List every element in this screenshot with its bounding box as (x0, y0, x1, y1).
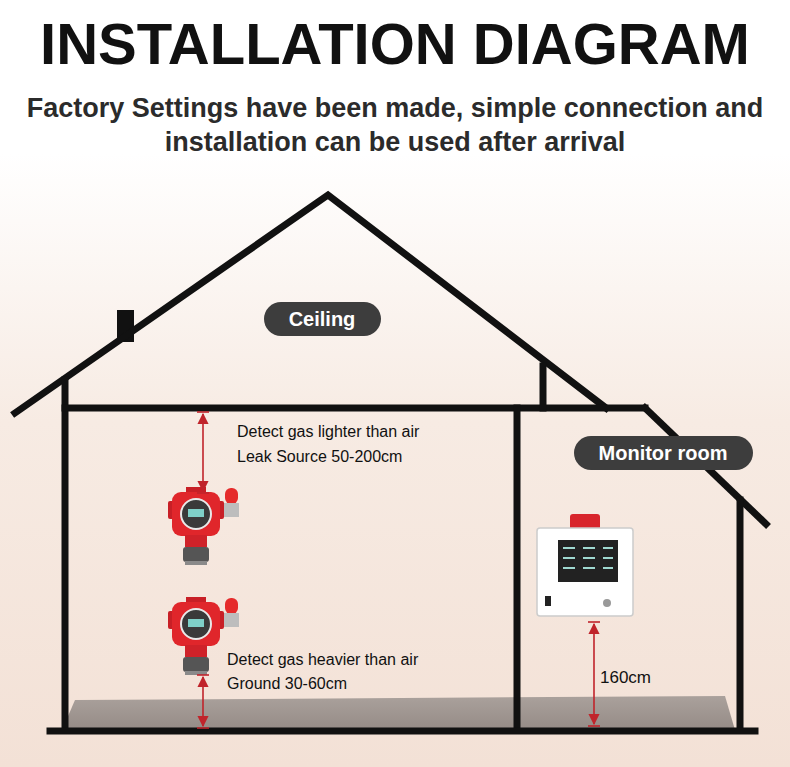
house-outline (15, 195, 766, 731)
note-text: Detect gas heavier than air (227, 651, 418, 669)
pill-text: Ceiling (289, 308, 356, 331)
dimension-label: 160cm (600, 668, 651, 688)
title: INSTALLATION DIAGRAM (40, 10, 750, 77)
dimension-line (197, 412, 600, 728)
gas-detector (168, 487, 239, 565)
pill-text: Monitor room (599, 442, 728, 465)
dimension-label: Ground 30-60cm (227, 675, 347, 693)
pill-label: Ceiling (264, 302, 381, 336)
controller-panel (537, 514, 633, 616)
dimension-label: Leak Source 50-200cm (237, 448, 402, 466)
pill-label: Monitor room (574, 436, 753, 470)
note-text: Detect gas lighter than air (237, 423, 419, 441)
subtitle: Factory Settings have been made, simple … (10, 91, 780, 159)
floor (62, 696, 735, 730)
